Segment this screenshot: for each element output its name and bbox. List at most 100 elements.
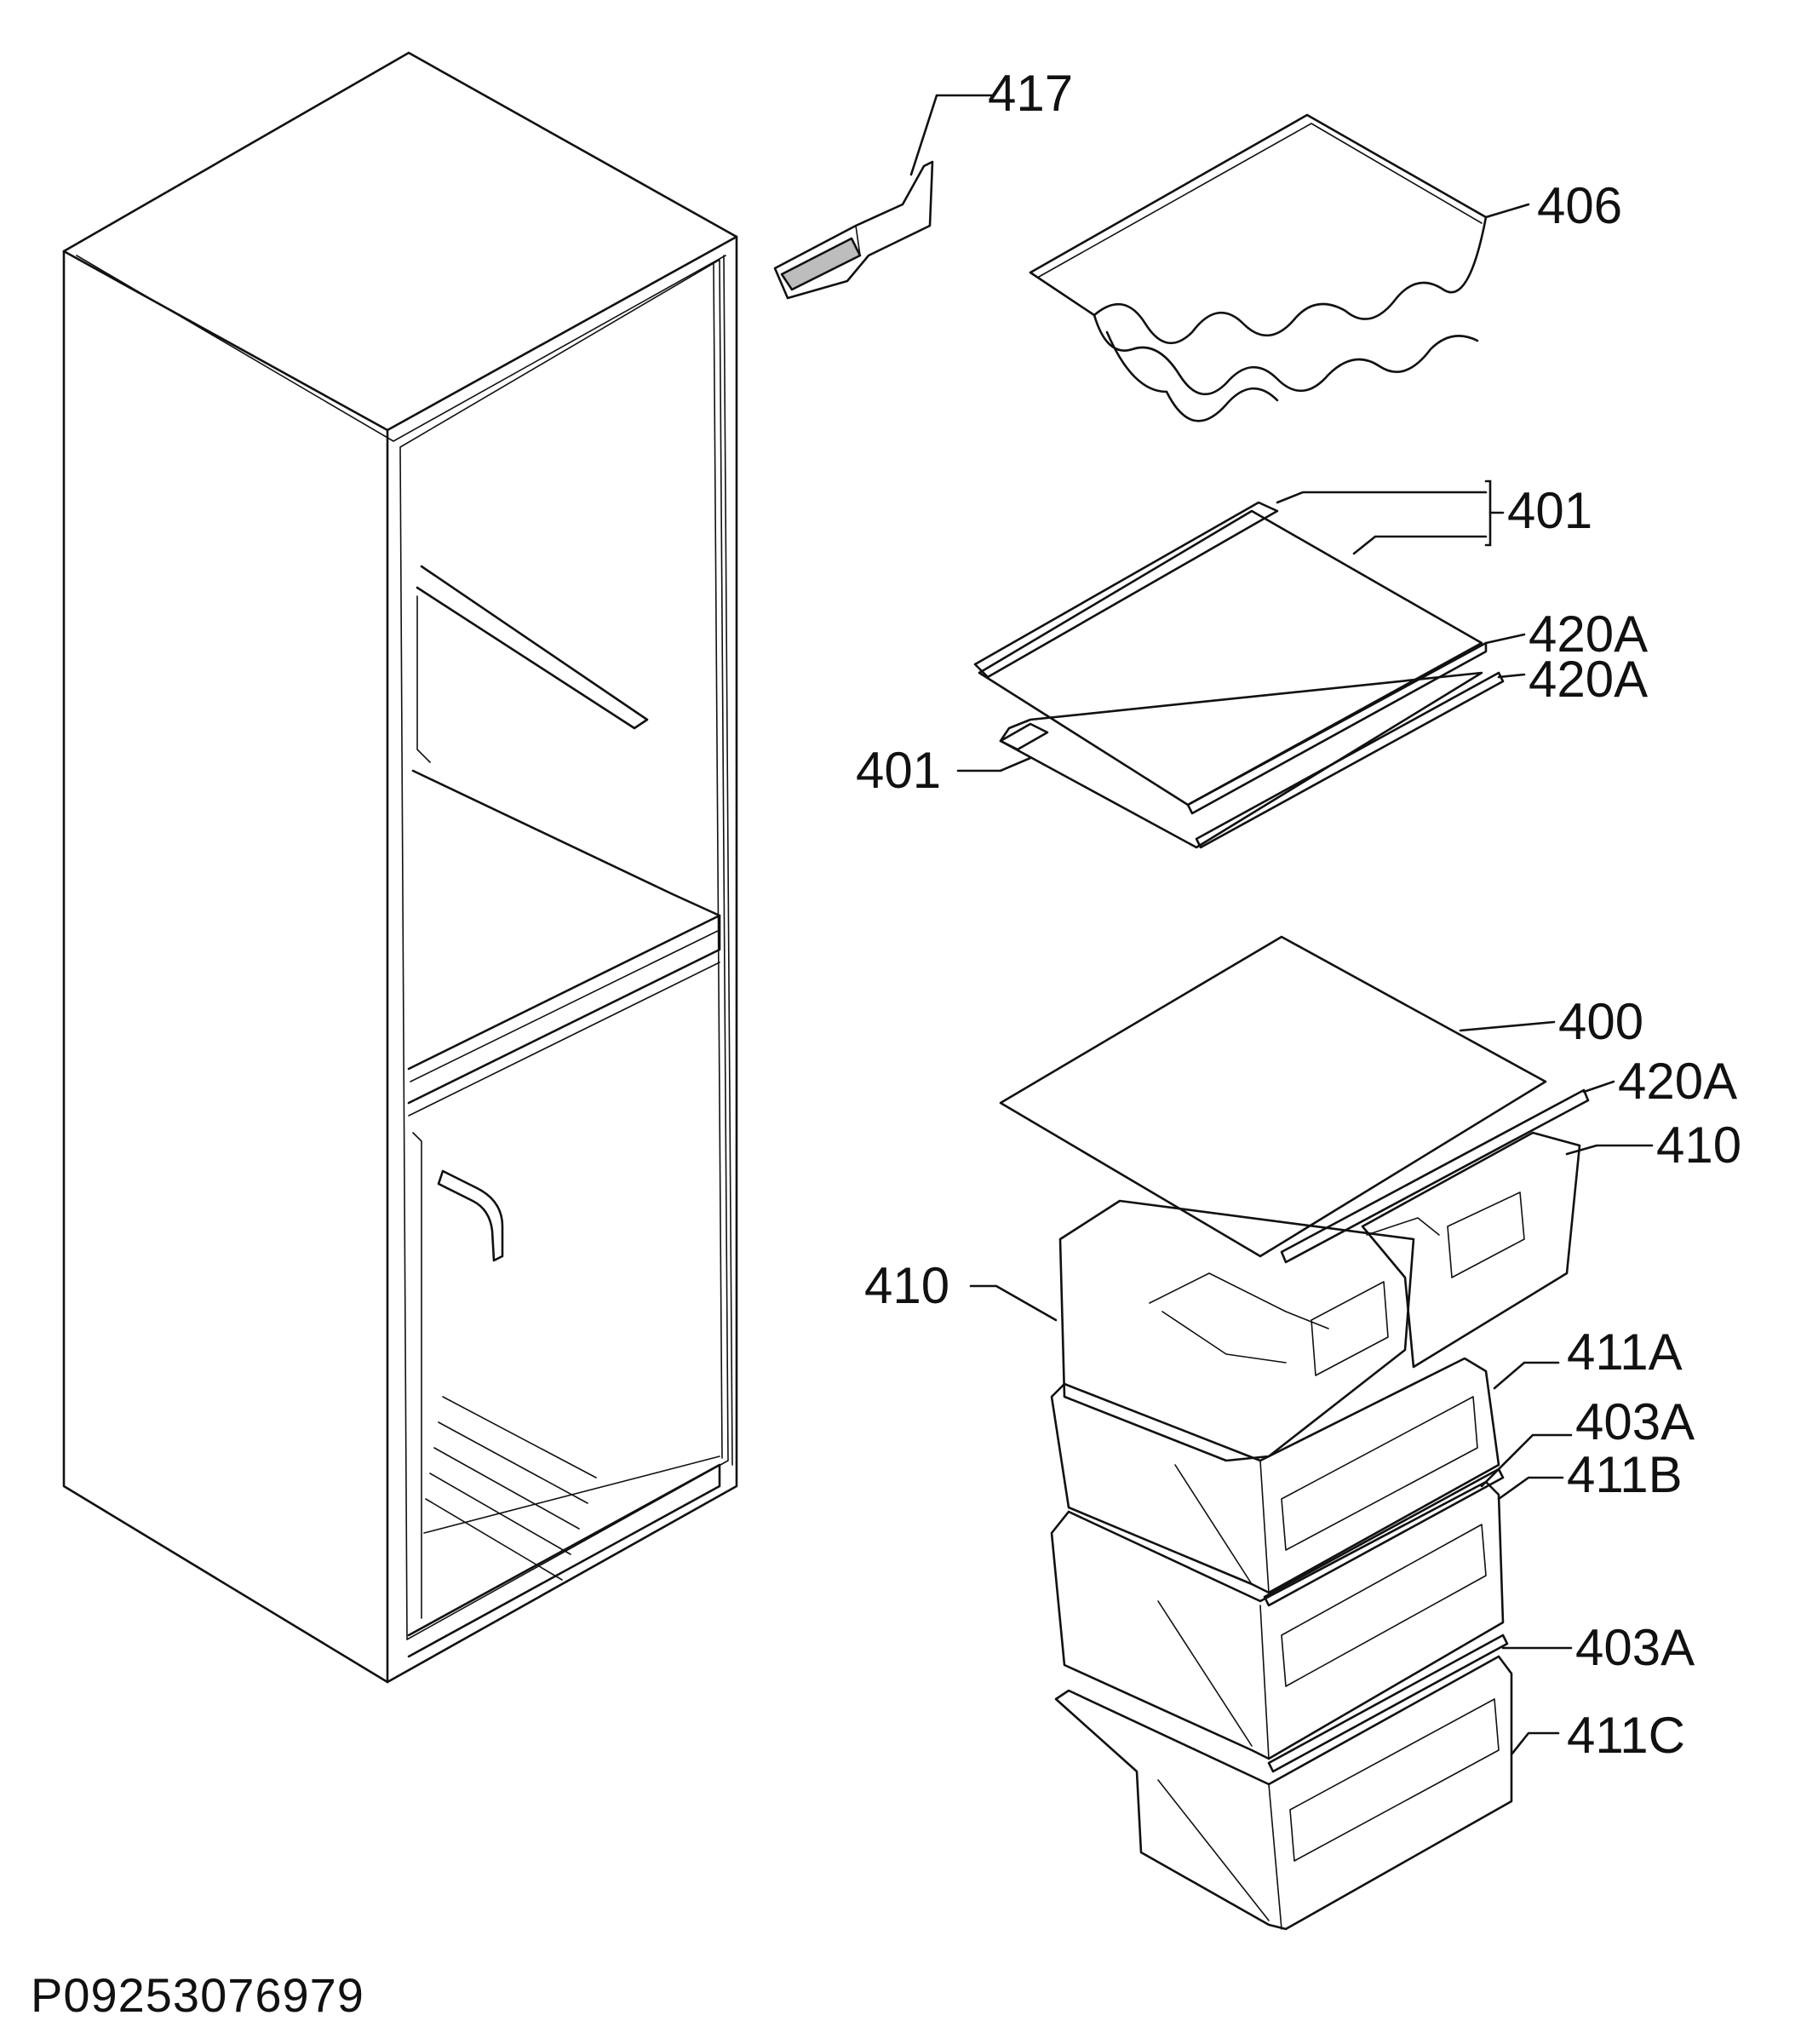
leader-406 [1484, 203, 1530, 219]
divider-top [411, 769, 721, 917]
drawer-411B-body [1050, 1480, 1505, 1760]
document-code: P09253076979 [31, 1968, 364, 2022]
part-411C-drawer [1054, 1655, 1513, 1931]
part-420A-trim [1280, 1088, 1590, 1264]
rack-inner-frame [1038, 123, 1483, 278]
trim-upper-back [973, 501, 1279, 679]
callout-406: 406 [1537, 177, 1622, 234]
fridge-cabinet [62, 51, 738, 1684]
part-417-edge [855, 225, 861, 256]
cabinet-top-lip [76, 255, 726, 442]
callout-403A-1: 403A [1575, 1393, 1695, 1450]
freezer-floor-line [425, 1498, 563, 1581]
freezer-floor-line [433, 1447, 580, 1530]
drawer-411C-body [1054, 1655, 1513, 1931]
drawer-411A-diagonal [1174, 1464, 1253, 1585]
gasket-edge-inner [713, 263, 723, 1459]
crisper-left-vent [1311, 1281, 1389, 1376]
leader-420A-2 [1497, 673, 1526, 679]
part-401-glass-shelf-upper [973, 501, 1488, 815]
divider-bottom [408, 962, 720, 1117]
leader-400 [1459, 1020, 1556, 1032]
freezer-floor-line [438, 1421, 588, 1504]
divider-front [407, 914, 721, 1105]
callout-400: 400 [1558, 993, 1643, 1050]
freezer-left-wall [412, 1132, 422, 1619]
glass-lower [999, 671, 1483, 849]
part-400-glass-cover [999, 935, 1547, 1258]
drawer-411C-front-panel [1289, 1698, 1500, 1862]
part-417-body [773, 160, 934, 300]
crisper-left-body [1058, 1199, 1415, 1462]
callout-403A-2: 403A [1575, 1619, 1695, 1676]
callout-401-mid: 401 [856, 742, 941, 799]
callout-410-right: 410 [1656, 1117, 1741, 1174]
rack-left-side [1029, 271, 1096, 317]
crisper-right-vent [1447, 1191, 1525, 1278]
callout-420A-3: 420A [1618, 1053, 1737, 1110]
callout-411B: 411B [1567, 1446, 1683, 1503]
callout-401-top: 401 [1507, 482, 1592, 539]
drawer-411A-front-panel [1281, 1396, 1478, 1551]
callout-420A-1: 420A [1529, 606, 1648, 663]
part-401-glass-shelf-lower [999, 671, 1505, 849]
part-411B-drawer [1050, 1480, 1505, 1760]
rack-back-frame [1029, 113, 1488, 274]
freezer-floor-line [442, 1396, 597, 1478]
part-403A-seal-upper [1263, 1467, 1505, 1607]
drawer-411B-front-panel [1281, 1524, 1487, 1687]
part-403A-seal-lower [1267, 1633, 1509, 1773]
part-410-crisper-right [1361, 1131, 1581, 1369]
seal-403A-lower [1267, 1633, 1509, 1773]
leader-401-mid [956, 756, 1032, 772]
drawer-411C-diagonal [1157, 1779, 1270, 1921]
leader-401-top-a [1276, 491, 1488, 504]
drawer-411A-edge [1259, 1460, 1270, 1593]
callout-417: 417 [988, 65, 1073, 122]
rack-wave-mid [1093, 313, 1479, 396]
part-417-cover [773, 160, 934, 300]
cabinet-opening [399, 259, 729, 1640]
callout-420A-2: 420A [1529, 651, 1648, 708]
rack-wave-back [1093, 215, 1488, 345]
trim-upper-front [1186, 641, 1488, 815]
drawer-411C-edge [1268, 1783, 1282, 1930]
callout-410-left: 410 [864, 1257, 949, 1314]
freezer-bottom-front [407, 1463, 721, 1658]
seal-403A-upper [1263, 1467, 1505, 1607]
leader-401-top-b [1352, 535, 1488, 555]
trim-lower-left [999, 722, 1049, 751]
leader-403A-1 [1480, 1433, 1573, 1488]
part-406-bottle-rack [1029, 113, 1488, 422]
part-410-crisper-left [1058, 1199, 1415, 1462]
drawer-411B-diagonal [1157, 1600, 1253, 1747]
drawer-411B-edge [1259, 1605, 1270, 1760]
trim-420A [1280, 1088, 1590, 1264]
cabinet-outline [62, 51, 738, 1684]
crisper-right-rim [1366, 1217, 1440, 1236]
trim-lower-front [1195, 671, 1505, 849]
rack-wave-front [1165, 387, 1279, 422]
leader-411C [1510, 1731, 1560, 1756]
glass-upper [978, 509, 1483, 807]
cabinet-top-edge [62, 235, 738, 432]
crisper-left-rim [1149, 1272, 1329, 1329]
crisper-left-floor [1161, 1311, 1287, 1364]
crisper-right-body [1361, 1131, 1581, 1369]
part-417-shade [780, 237, 862, 291]
leader-410-right [1565, 1144, 1654, 1156]
leader-420A-1 [1484, 633, 1526, 645]
part-411A-drawer [1050, 1357, 1500, 1594]
leader-411B [1497, 1476, 1564, 1501]
callout-411C: 411C [1567, 1707, 1685, 1764]
rack-wave-left [1105, 330, 1168, 393]
gasket-edge-right [723, 255, 733, 1466]
freezer-floor-front [423, 1455, 720, 1534]
callout-411A: 411A [1567, 1323, 1683, 1381]
drawer-411A-body [1050, 1357, 1500, 1594]
leader-420A-3 [1582, 1080, 1615, 1094]
freezer-handle [437, 1169, 504, 1262]
divider-mid [410, 929, 720, 1082]
